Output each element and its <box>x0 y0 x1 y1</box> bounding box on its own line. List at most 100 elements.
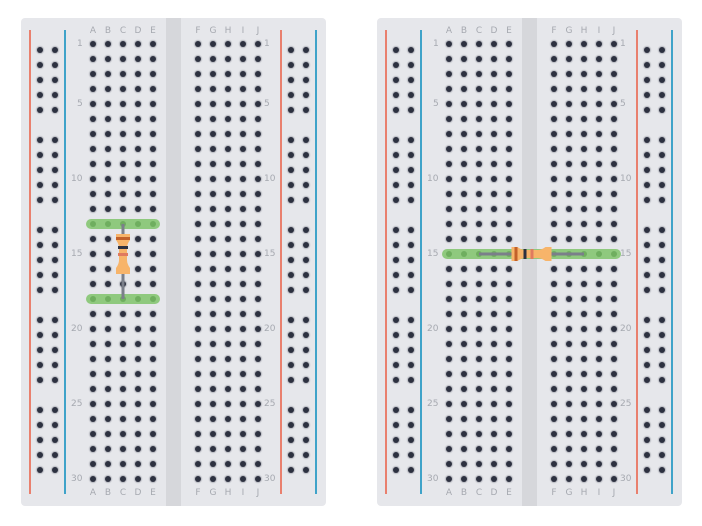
terminal-hole[interactable] <box>105 116 111 122</box>
terminal-hole[interactable] <box>150 236 156 242</box>
terminal-hole[interactable] <box>120 341 126 347</box>
terminal-hole[interactable] <box>120 41 126 47</box>
rail-hole[interactable] <box>288 407 294 413</box>
terminal-hole[interactable] <box>461 206 467 212</box>
terminal-hole[interactable] <box>461 101 467 107</box>
terminal-hole[interactable] <box>491 101 497 107</box>
terminal-hole[interactable] <box>461 311 467 317</box>
terminal-hole[interactable] <box>581 326 587 332</box>
rail-hole[interactable] <box>37 467 43 473</box>
rail-hole[interactable] <box>52 437 58 443</box>
rail-hole[interactable] <box>393 347 399 353</box>
terminal-hole[interactable] <box>446 206 452 212</box>
terminal-hole[interactable] <box>195 86 201 92</box>
terminal-hole[interactable] <box>551 221 557 227</box>
terminal-hole[interactable] <box>446 326 452 332</box>
rail-hole[interactable] <box>303 272 309 278</box>
terminal-hole[interactable] <box>566 41 572 47</box>
terminal-hole[interactable] <box>611 431 617 437</box>
rail-hole[interactable] <box>408 467 414 473</box>
rail-hole[interactable] <box>644 362 650 368</box>
terminal-hole[interactable] <box>506 386 512 392</box>
terminal-hole[interactable] <box>105 86 111 92</box>
rail-hole[interactable] <box>393 167 399 173</box>
terminal-hole[interactable] <box>150 326 156 332</box>
terminal-hole[interactable] <box>581 371 587 377</box>
rail-hole[interactable] <box>303 137 309 143</box>
terminal-hole[interactable] <box>105 176 111 182</box>
rail-hole[interactable] <box>659 452 665 458</box>
rail-hole[interactable] <box>393 77 399 83</box>
terminal-hole[interactable] <box>581 221 587 227</box>
terminal-hole[interactable] <box>596 116 602 122</box>
rail-hole[interactable] <box>644 272 650 278</box>
rail-hole[interactable] <box>659 227 665 233</box>
rail-hole[interactable] <box>37 422 43 428</box>
terminal-hole[interactable] <box>491 431 497 437</box>
terminal-hole[interactable] <box>506 221 512 227</box>
terminal-hole[interactable] <box>255 386 261 392</box>
terminal-hole[interactable] <box>581 71 587 77</box>
terminal-hole[interactable] <box>210 101 216 107</box>
terminal-hole[interactable] <box>90 446 96 452</box>
rail-hole[interactable] <box>52 287 58 293</box>
terminal-hole[interactable] <box>506 356 512 362</box>
terminal-hole[interactable] <box>135 56 141 62</box>
terminal-hole[interactable] <box>255 431 261 437</box>
terminal-hole[interactable] <box>611 131 617 137</box>
terminal-hole[interactable] <box>581 356 587 362</box>
terminal-hole[interactable] <box>195 56 201 62</box>
terminal-hole[interactable] <box>135 386 141 392</box>
resistor[interactable] <box>377 18 682 506</box>
terminal-hole[interactable] <box>195 341 201 347</box>
terminal-hole[interactable] <box>210 446 216 452</box>
terminal-hole[interactable] <box>491 356 497 362</box>
terminal-hole[interactable] <box>225 401 231 407</box>
terminal-hole[interactable] <box>135 431 141 437</box>
terminal-hole[interactable] <box>476 461 482 467</box>
terminal-hole[interactable] <box>491 326 497 332</box>
terminal-hole[interactable] <box>551 341 557 347</box>
rail-hole[interactable] <box>288 317 294 323</box>
terminal-hole[interactable] <box>225 311 231 317</box>
rail-hole[interactable] <box>393 422 399 428</box>
rail-hole[interactable] <box>644 137 650 143</box>
terminal-hole[interactable] <box>491 56 497 62</box>
terminal-hole[interactable] <box>491 296 497 302</box>
rail-hole[interactable] <box>37 287 43 293</box>
rail-hole[interactable] <box>659 272 665 278</box>
terminal-hole[interactable] <box>90 131 96 137</box>
rail-hole[interactable] <box>288 362 294 368</box>
terminal-hole[interactable] <box>120 191 126 197</box>
rail-hole[interactable] <box>644 287 650 293</box>
rail-hole[interactable] <box>393 197 399 203</box>
terminal-hole[interactable] <box>120 161 126 167</box>
terminal-hole[interactable] <box>476 281 482 287</box>
rail-hole[interactable] <box>37 167 43 173</box>
terminal-hole[interactable] <box>255 371 261 377</box>
terminal-hole[interactable] <box>90 191 96 197</box>
terminal-hole[interactable] <box>611 161 617 167</box>
rail-hole[interactable] <box>52 227 58 233</box>
terminal-hole[interactable] <box>255 296 261 302</box>
terminal-hole[interactable] <box>611 116 617 122</box>
terminal-hole[interactable] <box>551 71 557 77</box>
terminal-hole[interactable] <box>90 356 96 362</box>
terminal-hole[interactable] <box>225 356 231 362</box>
rail-hole[interactable] <box>303 452 309 458</box>
terminal-hole[interactable] <box>611 266 617 272</box>
rail-hole[interactable] <box>52 467 58 473</box>
terminal-hole[interactable] <box>195 476 201 482</box>
rail-hole[interactable] <box>408 272 414 278</box>
terminal-hole[interactable] <box>150 191 156 197</box>
rail-hole[interactable] <box>659 467 665 473</box>
rail-hole[interactable] <box>37 77 43 83</box>
rail-hole[interactable] <box>303 242 309 248</box>
terminal-hole[interactable] <box>446 356 452 362</box>
terminal-hole[interactable] <box>195 266 201 272</box>
terminal-hole[interactable] <box>105 281 111 287</box>
terminal-hole[interactable] <box>120 311 126 317</box>
terminal-hole[interactable] <box>581 86 587 92</box>
terminal-hole[interactable] <box>195 176 201 182</box>
terminal-hole[interactable] <box>461 356 467 362</box>
